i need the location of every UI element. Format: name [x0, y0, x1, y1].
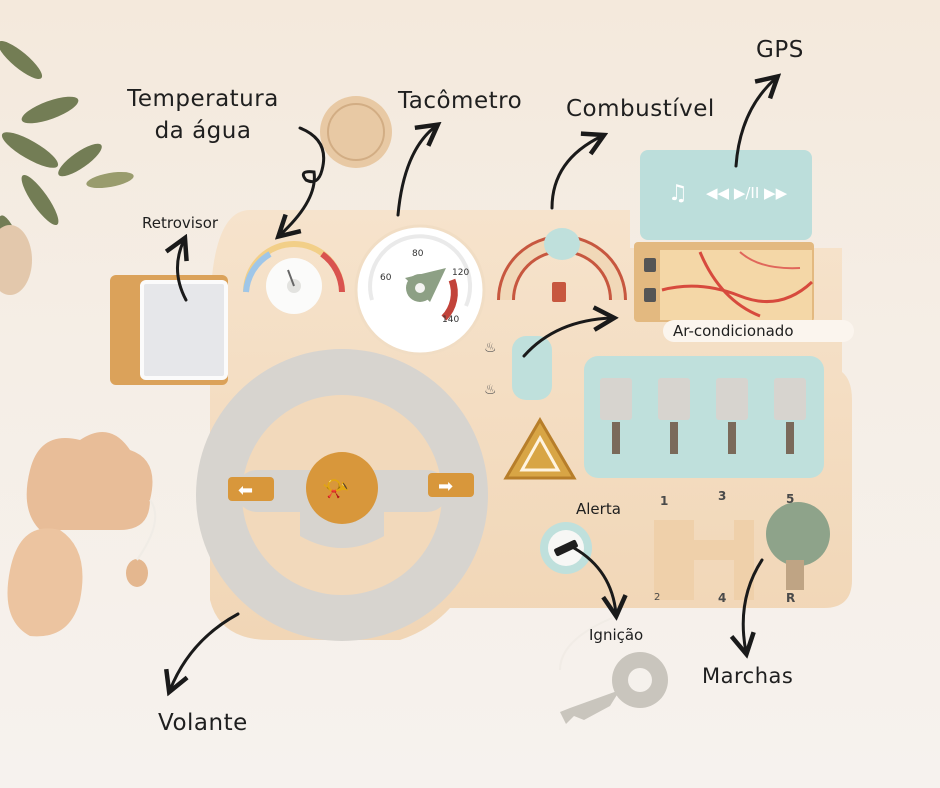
- wooden-disc: [320, 96, 392, 168]
- label-gps: GPS: [756, 37, 804, 63]
- label-volante: Volante: [158, 710, 248, 736]
- annotation-arrows: [170, 78, 776, 690]
- label-temperatura-line1: Temperatura: [127, 86, 279, 112]
- hazard-button[interactable]: [503, 417, 577, 480]
- wooden-cloud-block: [26, 432, 153, 530]
- gear-number-3: 3: [718, 489, 726, 503]
- gear-shift-gate: [654, 520, 754, 600]
- left-arrow-icon: ⬅: [238, 480, 253, 501]
- horn-icon: 📯: [322, 477, 349, 502]
- mirror[interactable]: [140, 280, 228, 380]
- gear-number-4: 4: [718, 591, 726, 605]
- label-marchas: Marchas: [702, 664, 794, 688]
- ac-knob[interactable]: [512, 336, 552, 400]
- slider-switches[interactable]: [600, 378, 806, 420]
- gear-number-r: R: [786, 591, 795, 605]
- tach-number-4: 140: [442, 315, 459, 325]
- wooden-egg-block: [7, 528, 83, 637]
- music-note-icon: ♫: [668, 181, 688, 206]
- label-alerta: Alerta: [576, 500, 621, 518]
- label-ar-condicionado: Ar-condicionado: [663, 320, 854, 342]
- seat-icon-2: ♨: [484, 382, 497, 398]
- slider-panel: [584, 356, 824, 478]
- horn-button[interactable]: [306, 452, 378, 524]
- right-turn-signal[interactable]: [428, 473, 474, 497]
- left-turn-signal[interactable]: [228, 477, 274, 501]
- label-combustivel: Combustível: [566, 96, 715, 122]
- gear-number-2: 2: [654, 592, 660, 603]
- tach-number-2: 80: [412, 249, 424, 259]
- wooden-bead: [126, 559, 148, 587]
- plant-pot: [0, 225, 32, 295]
- fuel-pump-icon: [552, 282, 566, 302]
- fuel-slider-knob[interactable]: [544, 228, 580, 260]
- tach-number-3: 120: [452, 268, 469, 278]
- media-controls-icon: ◀◀ ▶/II ▶▶: [706, 184, 788, 202]
- label-tacometro: Tacômetro: [398, 88, 523, 114]
- tach-number-1: 60: [380, 273, 392, 283]
- gear-number-5: 5: [786, 492, 794, 506]
- label-temperatura-line2: da água: [154, 118, 252, 144]
- label-ignicao: Ignição: [589, 626, 644, 644]
- right-arrow-icon: ➡: [438, 476, 453, 497]
- gear-shift-knob[interactable]: [766, 502, 830, 566]
- label-retrovisor: Retrovisor: [142, 214, 219, 232]
- music-panel[interactable]: [640, 150, 812, 240]
- gear-number-1: 1: [660, 494, 668, 508]
- seat-icon-1: ♨: [484, 340, 497, 356]
